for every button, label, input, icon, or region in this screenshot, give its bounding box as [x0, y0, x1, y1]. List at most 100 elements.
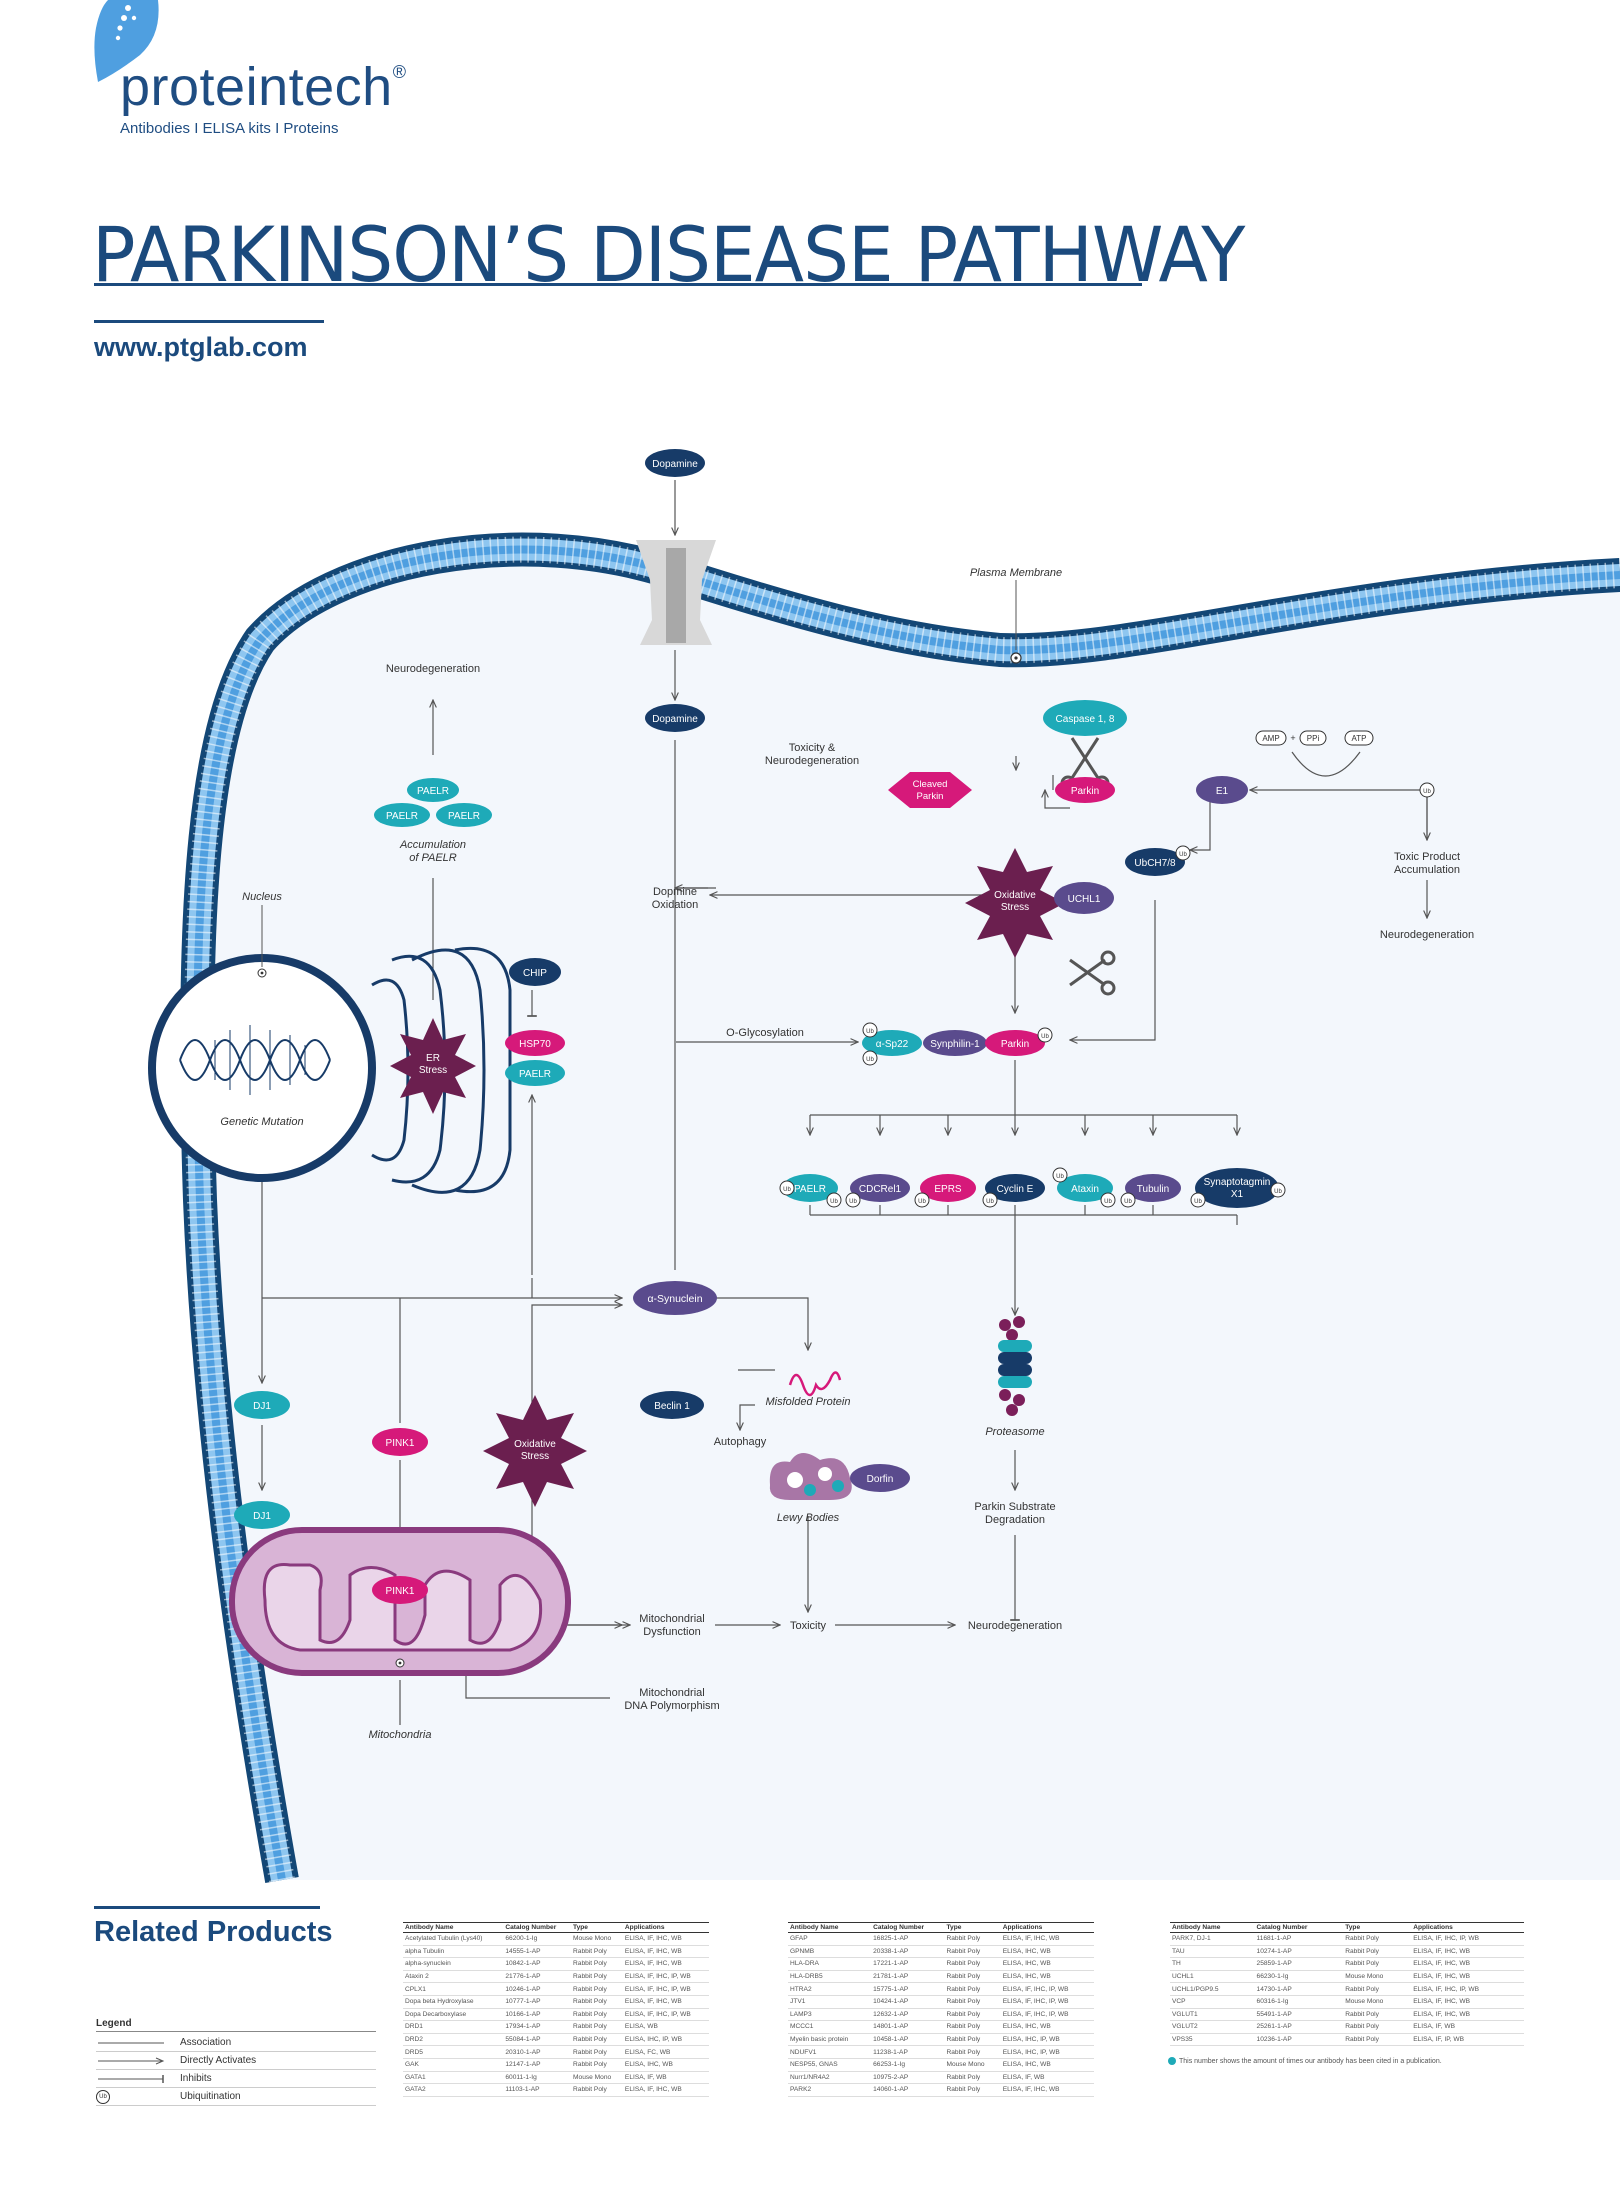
table-cell: ELISA, IF, IHC, WB [622, 1957, 709, 1971]
node-dorfin[interactable]: Dorfin [850, 1464, 910, 1492]
table-cell: ELISA, IF, WB [622, 2071, 709, 2085]
site-url-link[interactable]: www.ptglab.com [94, 332, 308, 362]
svg-text:DJ1: DJ1 [253, 1511, 271, 1522]
table-cell: 10777-1-AP [503, 1995, 572, 2009]
oxidative-stress-burst-top[interactable]: Oxidative Stress [965, 848, 1065, 958]
table-cell: Rabbit Poly [944, 2083, 1001, 2097]
node-chip[interactable]: CHIP [509, 958, 561, 986]
table-cell: JTV1 [788, 1995, 872, 2009]
table-cell: Dopa Decarboxylase [403, 2008, 504, 2022]
node-a-synuclein[interactable]: α-Synuclein [633, 1281, 717, 1315]
table-cell: GPNMB [788, 1945, 872, 1959]
svg-text:EPRS: EPRS [934, 1184, 962, 1195]
footnote: This number shows the amount of times ou… [1168, 2057, 1442, 2065]
node-dopamine-top[interactable]: Dopamine [645, 449, 705, 477]
node-paelr-cluster[interactable]: PAELR PAELR PAELR [374, 778, 492, 827]
table-cell: Rabbit Poly [944, 2008, 1001, 2022]
node-uchl1[interactable]: UCHL1 [1054, 882, 1114, 914]
node-amp: AMP [1255, 730, 1287, 746]
table-cell: Rabbit Poly [571, 2033, 623, 2047]
node-ubch[interactable]: UbCH7/8 [1125, 848, 1185, 876]
table-cell: Rabbit Poly [944, 1957, 1001, 1971]
svg-text:α-Sp22: α-Sp22 [876, 1039, 909, 1050]
node-dj1-a[interactable]: DJ1 [234, 1391, 290, 1419]
node-cleaved-parkin[interactable]: Cleaved Parkin [888, 772, 972, 808]
substrate-cdcrel1[interactable]: CDCRel1 [850, 1174, 910, 1202]
label-mito-dysfunction-1: Mitochondrial [639, 1613, 704, 1625]
brand-name: proteintech® [120, 57, 407, 117]
table-cell: Rabbit Poly [571, 1957, 623, 1971]
node-asp22[interactable]: α-Sp22 [862, 1030, 922, 1056]
table-cell: 21776-1-AP [503, 1970, 572, 1984]
node-caspase[interactable]: Caspase 1, 8 [1043, 700, 1127, 736]
node-parkin-mid[interactable]: Parkin [985, 1030, 1045, 1056]
table-cell: 17934-1-AP [503, 2020, 572, 2034]
table-cell: Mouse Mono [1343, 1970, 1412, 1984]
label-dopmine-oxidation-1: Dopmine [653, 886, 697, 898]
substrate-tubulin[interactable]: Tubulin [1125, 1174, 1181, 1202]
table-cell: NESP55, GNAS [788, 2058, 872, 2072]
node-dopamine-mid[interactable]: Dopamine [645, 704, 705, 732]
table-cell: ELISA, IHC, WB [1000, 1957, 1094, 1971]
svg-text:Tubulin: Tubulin [1137, 1184, 1169, 1195]
svg-text:Ub: Ub [849, 1199, 857, 1205]
substrate-ataxin[interactable]: Ataxin [1057, 1174, 1113, 1202]
substrate-cyclin-e[interactable]: Cyclin E [985, 1174, 1045, 1202]
substrate-eprs[interactable]: EPRS [920, 1174, 976, 1202]
node-hsp70[interactable]: HSP70 [505, 1030, 565, 1056]
node-beclin1[interactable]: Beclin 1 [640, 1391, 704, 1419]
table-cell: ELISA, IHC, WB [1000, 2020, 1094, 2034]
node-pink1-b[interactable]: PINK1 [372, 1576, 428, 1604]
node-e1[interactable]: E1 [1196, 776, 1248, 804]
oxidative-stress-burst-bottom[interactable]: Oxidative Stress [483, 1395, 587, 1507]
table-cell: 12147-1-AP [503, 2058, 572, 2072]
label-toxic-product-1: Toxic Product [1394, 851, 1460, 863]
node-parkin-top[interactable]: Parkin [1055, 777, 1115, 803]
table-cell: Rabbit Poly [944, 1945, 1001, 1959]
node-dj1-b[interactable]: DJ1 [234, 1501, 290, 1529]
node-synphilin[interactable]: Synphilin-1 [923, 1030, 987, 1056]
node-paelr-er[interactable]: PAELR [505, 1060, 565, 1086]
table-cell: ELISA, FC, WB [622, 2045, 709, 2059]
node-pink1-a[interactable]: PINK1 [372, 1428, 428, 1456]
svg-text:Ub: Ub [1104, 1199, 1112, 1205]
substrate-paelr[interactable]: PAELR [782, 1174, 838, 1202]
